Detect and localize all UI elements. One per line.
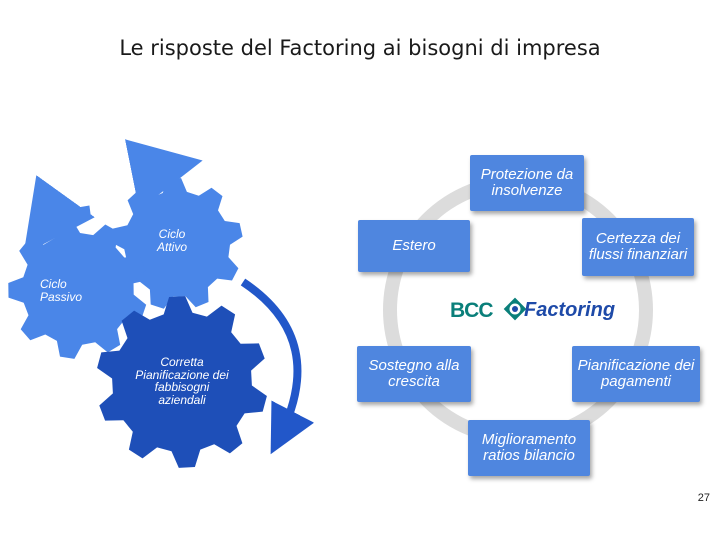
gear-corretta-pianificazione xyxy=(97,296,267,468)
gear-label-passivo: Ciclo Passivo xyxy=(40,277,83,304)
box-certezza-flussi: Certezza dei flussi finanziari xyxy=(582,218,694,276)
gear-passivo-shape xyxy=(8,219,147,359)
box-miglioramento-ratios: Miglioramento ratios bilancio xyxy=(468,420,590,476)
logo-text-factoring: Factoring xyxy=(524,299,616,321)
gear-ciclo-attivo xyxy=(111,178,243,309)
page-title: Le risposte del Factoring ai bisogni di … xyxy=(119,36,601,60)
box-protezione-insolvenze: Protezione da insolvenze xyxy=(470,155,584,211)
gear-pianificazione-shape xyxy=(97,296,267,468)
logo-mark-icon xyxy=(503,297,527,321)
curved-arrow-top xyxy=(124,139,203,210)
box-sostegno-crescita: Sostegno alla crescita xyxy=(357,346,471,402)
logo-text-bcc: BCC xyxy=(450,299,493,322)
curved-arrow-right xyxy=(240,278,315,455)
curved-arrow-left xyxy=(23,175,95,255)
page-number: 27 xyxy=(697,492,710,504)
bcc-factoring-logo: BCC Factoring xyxy=(450,296,626,326)
gear-label-pianificazione: Corretta Pianificazione dei fabbisogni a… xyxy=(135,355,229,407)
box-estero: Estero xyxy=(358,220,470,272)
gear-attivo-shape xyxy=(111,178,243,309)
box-pianificazione-pagamenti: Pianificazione dei pagamenti xyxy=(572,346,700,402)
gear-label-attivo: Ciclo Attivo xyxy=(156,227,187,254)
gear-ciclo-passivo xyxy=(8,219,147,359)
